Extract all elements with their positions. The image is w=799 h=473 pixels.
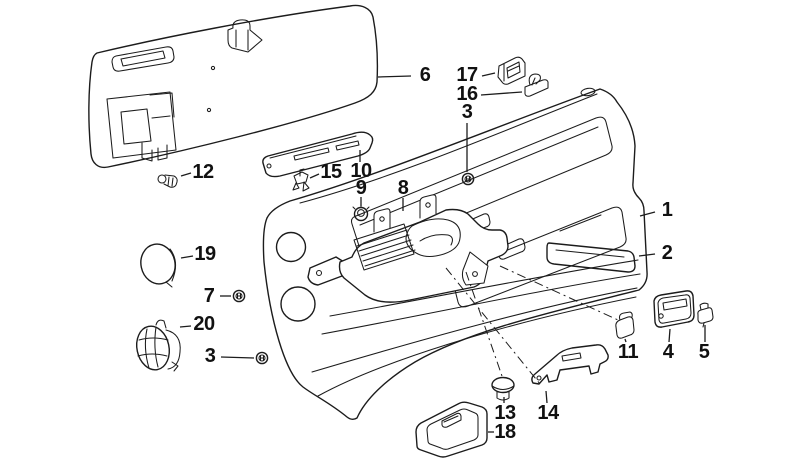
clip-16 — [524, 73, 549, 97]
callout-20: 20 — [193, 313, 215, 335]
clip-12 — [157, 174, 178, 188]
leader-line-20 — [179, 325, 192, 328]
callout-8: 8 — [398, 177, 409, 199]
callout-5: 5 — [699, 341, 710, 363]
callout-16: 16 — [456, 83, 478, 105]
callout-4: 4 — [663, 341, 675, 363]
callout-17: 17 — [456, 64, 478, 86]
callout-6: 6 — [420, 64, 431, 86]
callout-3: 3 — [462, 101, 473, 123]
door-pocket-18 — [415, 401, 488, 458]
plug-13 — [491, 376, 515, 401]
nut-3-upper — [461, 172, 475, 186]
assembly-axis-lines — [445, 265, 619, 385]
callout-7: 7 — [204, 285, 215, 307]
callout-2: 2 — [662, 242, 673, 264]
bracket-14 — [531, 344, 609, 385]
speaker-grille-20 — [135, 319, 181, 372]
trim-strip-lower — [546, 242, 636, 273]
callout-9: 9 — [356, 177, 367, 199]
leader-line-6 — [377, 75, 412, 78]
clip-17 — [497, 56, 526, 85]
callout-12: 12 — [192, 161, 214, 183]
leader-line-15 — [309, 173, 320, 179]
leader-line-11 — [624, 338, 627, 343]
callout-14: 14 — [537, 402, 560, 424]
callout-15: 15 — [320, 161, 342, 183]
leader-line-12 — [180, 172, 192, 177]
callout-13: 13 — [494, 402, 516, 424]
callout-18: 18 — [494, 421, 516, 443]
clip-5 — [697, 302, 714, 328]
callout-10: 10 — [350, 160, 372, 182]
leader-line-17 — [481, 72, 496, 77]
leader-line-1 — [639, 211, 656, 217]
speaker-cover-19 — [140, 243, 177, 288]
callout-1: 1 — [662, 199, 673, 221]
leader-line-19 — [180, 255, 194, 259]
callout-19: 19 — [194, 243, 216, 265]
nut-7 — [232, 289, 246, 303]
insulation-panel — [88, 4, 379, 169]
leader-line-3 — [220, 356, 255, 359]
leader-line-2 — [638, 253, 656, 257]
screw-9 — [352, 203, 370, 222]
callout-11: 11 — [618, 341, 639, 363]
clip-15 — [292, 168, 310, 192]
clip-11 — [615, 311, 635, 339]
leader-line-16 — [480, 91, 523, 96]
leader-line-4 — [668, 328, 671, 343]
door-panel — [262, 87, 648, 420]
sill-strip — [262, 131, 374, 178]
armrest — [307, 194, 509, 303]
callout-3: 3 — [205, 345, 216, 367]
leader-line-14 — [545, 390, 548, 404]
handle-recess-4 — [653, 290, 695, 328]
nut-3-lower — [255, 351, 269, 365]
